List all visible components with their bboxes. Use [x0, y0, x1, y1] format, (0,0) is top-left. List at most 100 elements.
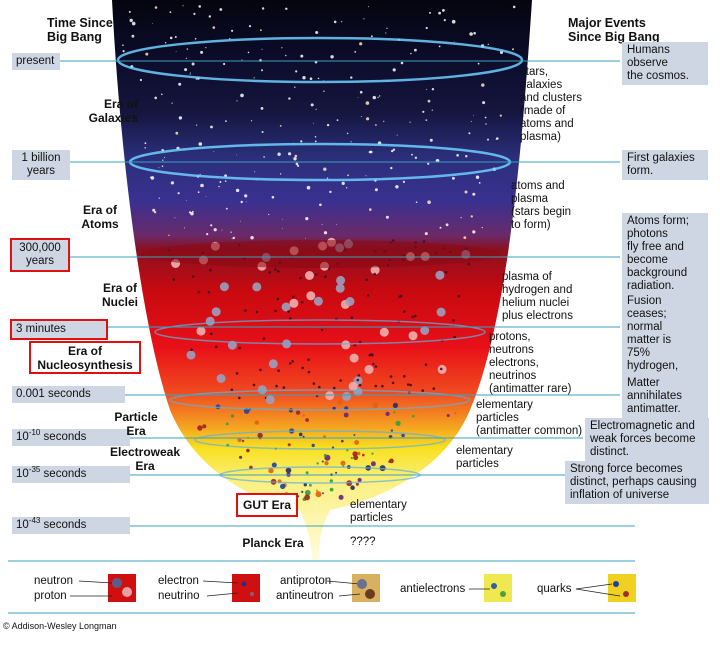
era-label: Era [135, 459, 155, 473]
particle-dot [468, 132, 471, 135]
event-line: fly free and [627, 241, 684, 253]
particle-dot [368, 6, 370, 8]
particle-dot [315, 31, 319, 34]
particle-dot [366, 294, 370, 297]
particle-dot [197, 191, 200, 194]
era-label: Electroweak [109, 445, 181, 459]
particle-dot [205, 47, 207, 49]
era-label: Era of [82, 203, 117, 217]
particle-dot [301, 490, 304, 493]
particle-dot [395, 185, 399, 189]
desc-line: ???? [350, 536, 376, 548]
particle-dot [188, 211, 192, 214]
particle-dot [254, 420, 259, 425]
left-header-line: Big Bang [47, 30, 102, 44]
particle-dot [356, 378, 360, 382]
particle-dot [454, 412, 457, 415]
time-1-billion: 1 billion years [12, 150, 70, 180]
legend-quarks: quarks [537, 583, 572, 595]
particle-dot [381, 384, 384, 388]
particle-dot [377, 96, 379, 99]
event-line: 75% [627, 347, 651, 359]
particle-dot [164, 42, 167, 44]
desc-line: galaxies [520, 79, 563, 91]
particle-dot [453, 335, 456, 339]
particle-dot [302, 435, 305, 438]
particle-dot [263, 156, 265, 158]
particle-dot [294, 86, 296, 88]
particle-dot [247, 51, 250, 54]
particle-dot [385, 411, 390, 416]
particle-dot [366, 117, 370, 121]
particle-dot [193, 12, 196, 15]
particle-dot [175, 131, 179, 135]
particle-dot [158, 167, 160, 169]
particle-dot [198, 142, 203, 146]
particle-dot [250, 120, 253, 122]
particle-dot [316, 489, 318, 492]
desc-line: neutrinos [489, 370, 537, 382]
particle-dot [355, 482, 359, 486]
particle-dot [408, 331, 418, 341]
event-line: inflation of universe [570, 489, 670, 501]
era-label: Planck Era [242, 536, 304, 550]
particle-dot [354, 51, 357, 53]
particle-dot [230, 388, 234, 392]
particle-dot [210, 224, 213, 227]
particle-dot [444, 271, 448, 274]
particle-dot [422, 240, 426, 243]
time-exponent: -43 [28, 516, 41, 526]
particle-dot [300, 140, 303, 143]
particle-dot [460, 217, 462, 219]
particle-dot [396, 134, 398, 136]
particle-dot [409, 383, 413, 387]
particle-dot [257, 385, 267, 395]
particle-dot [316, 462, 319, 465]
era-label: Era of [103, 97, 138, 111]
particle-dot [307, 370, 311, 374]
particle-dot [213, 150, 215, 152]
particle-dot [304, 489, 311, 496]
particle-dot [309, 77, 313, 80]
particle-dot [174, 217, 176, 219]
particle-dot [315, 108, 317, 110]
particle-dot [281, 47, 283, 49]
time-1e-35-seconds: 10-35 seconds [12, 466, 130, 483]
particle-dot [391, 149, 394, 153]
particle-dot [301, 366, 305, 370]
right-header-line: Since Big Bang [568, 30, 660, 44]
particle-dot [219, 181, 222, 183]
particle-dot [139, 78, 142, 82]
particle-dot [171, 102, 173, 104]
particle-dot [475, 175, 480, 179]
particle-dot [374, 365, 378, 368]
particle-dot [499, 114, 502, 117]
particle-dot [289, 317, 292, 320]
particle-dot [163, 157, 165, 158]
desc-line: helium nuclei [502, 297, 570, 309]
particle-dot [122, 50, 125, 53]
particle-dot [422, 110, 425, 113]
particle-dot [154, 6, 158, 9]
particle-dot [303, 483, 307, 487]
desc-line: plasma of [502, 271, 552, 283]
particle-dot [300, 300, 304, 304]
particle-dot [298, 432, 303, 437]
particle-dot [161, 93, 163, 96]
particle-dot [339, 379, 342, 382]
desc-line: (antimatter common) [476, 425, 583, 437]
particle-dot [372, 95, 376, 100]
particle-dot [391, 381, 395, 385]
time-label: 1 billion [21, 152, 61, 164]
particle-dot [470, 120, 472, 122]
particle-dot [285, 7, 288, 10]
legend-neutron: neutron [34, 575, 74, 587]
particle-dot [189, 73, 191, 75]
particle-dot [295, 70, 298, 73]
